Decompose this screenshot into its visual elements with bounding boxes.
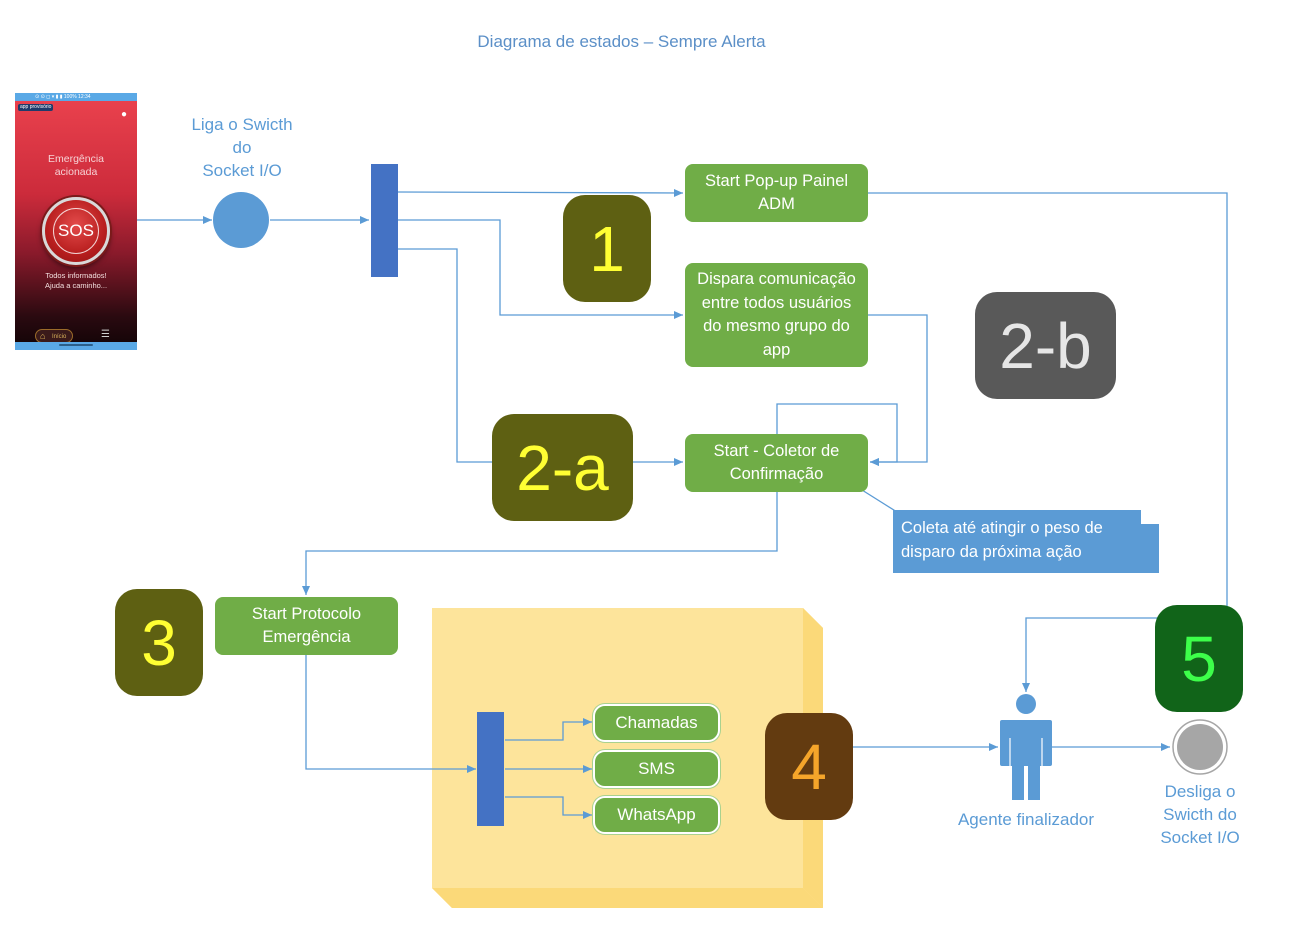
- note-line2: disparo da próxima ação: [901, 543, 1082, 561]
- phone-gesture-area: [15, 342, 137, 350]
- edge-protocol-to-fork: [305, 655, 476, 773]
- state-dispatch-line3: do mesmo grupo do: [703, 317, 850, 335]
- start-node: [213, 192, 269, 248]
- note-line1: Coleta até atingir o peso de: [901, 519, 1103, 537]
- start-label-line3: Socket I/O: [202, 161, 282, 180]
- edge-collector-to-note: [861, 489, 898, 513]
- state-protocol-line1: Start Protocolo: [251, 604, 362, 623]
- phone-screenshot: ⊙ ⊙ ◻ ▾ ▮ ▮ 100% 12:34 app provisório ● …: [15, 93, 137, 350]
- state-popup-line1: Start Pop-up Painel: [704, 171, 849, 190]
- badge-2a: 2-a: [492, 414, 633, 521]
- badge-3: 3: [115, 589, 203, 696]
- phone-bottom-nav: ⌂ Início ☰: [15, 327, 137, 345]
- phone-heading-line2: acionada: [54, 166, 98, 178]
- end-node: [1172, 719, 1228, 775]
- state-collector: Start - Coletor de Confirmação: [685, 434, 868, 492]
- user-icon: ●: [121, 109, 128, 120]
- state-dispatch-line1: Dispara comunicação: [697, 270, 856, 288]
- collector-note: Coleta até atingir o peso de disparo da …: [893, 510, 1159, 573]
- gesture-bar: [59, 344, 93, 346]
- end-node-label: Desliga o Swicth do Socket I/O: [1140, 780, 1260, 849]
- channel-chamadas: Chamadas: [593, 704, 720, 742]
- state-protocol: Start Protocolo Emergência: [215, 597, 398, 655]
- state-collector-line1: Start - Coletor de: [713, 441, 840, 460]
- start-label-line1: Liga o Swicth: [191, 115, 293, 134]
- end-label-line2: Swicth do: [1163, 805, 1237, 824]
- state-dispatch: Dispara comunicação entre todos usuários…: [685, 263, 868, 367]
- actor-icon: [1000, 694, 1052, 800]
- edge-fork-to-whatsapp: [505, 796, 592, 819]
- sos-button[interactable]: SOS: [42, 197, 110, 265]
- badge-4: 4: [765, 713, 853, 820]
- start-node-label: Liga o Swicth do Socket I/O: [172, 113, 312, 182]
- sos-label: SOS: [53, 208, 99, 254]
- channel-sms: SMS: [593, 750, 720, 788]
- badge-5: 5: [1155, 605, 1243, 712]
- edge-collector-to-protocol: [302, 492, 778, 595]
- phone-heading-line1: Emergência: [47, 153, 105, 165]
- fork-bar-main: [371, 164, 398, 277]
- diagram-title: Diagrama de estados – Sempre Alerta: [477, 32, 766, 51]
- phone-message-line1: Todos informados!: [45, 271, 107, 280]
- nav-home-button[interactable]: ⌂ Início: [35, 329, 73, 343]
- edge-fork-to-dispatch: [398, 219, 683, 319]
- channel-whatsapp: WhatsApp: [593, 796, 720, 834]
- state-collector-line2: Confirmação: [729, 465, 824, 483]
- home-icon: ⌂: [40, 331, 46, 341]
- phone-status-bar: ⊙ ⊙ ◻ ▾ ▮ ▮ 100% 12:34: [15, 93, 137, 101]
- phone-app-chip: app provisório: [18, 104, 54, 111]
- edge-collector-self-loop: [776, 403, 898, 466]
- fork-bar-channels: [477, 712, 504, 826]
- badge-1: 1: [563, 195, 651, 302]
- end-label-line1: Desliga o: [1164, 782, 1236, 801]
- phone-screen: app provisório ● Emergência acionada SOS…: [15, 101, 137, 346]
- start-label-line2: do: [232, 138, 252, 157]
- state-dispatch-line2: entre todos usuários: [701, 293, 852, 312]
- end-label-line3: Socket I/O: [1160, 828, 1240, 847]
- state-popup-line2: ADM: [758, 195, 795, 213]
- state-dispatch-line4: app: [762, 340, 791, 359]
- phone-status-text: ⊙ ⊙ ◻ ▾ ▮ ▮ 100% 12:34: [35, 94, 91, 100]
- edge-fork-to-popup: [397, 188, 684, 197]
- badge-2b: 2-b: [975, 292, 1116, 399]
- edge-dispatch-to-collector: [868, 314, 928, 466]
- edge-fork-to-chamadas: [505, 718, 592, 741]
- state-protocol-line2: Emergência: [262, 628, 351, 646]
- phone-message: Todos informados! Ajuda a caminho...: [15, 271, 137, 291]
- phone-heading: Emergência acionada: [15, 153, 137, 179]
- phone-message-line2: Ajuda a caminho...: [44, 281, 108, 290]
- nav-home-label: Início: [52, 334, 67, 340]
- state-popup-adm: Start Pop-up Painel ADM: [685, 164, 868, 222]
- list-icon[interactable]: ☰: [101, 329, 110, 340]
- actor-label: Agente finalizador: [957, 810, 1095, 829]
